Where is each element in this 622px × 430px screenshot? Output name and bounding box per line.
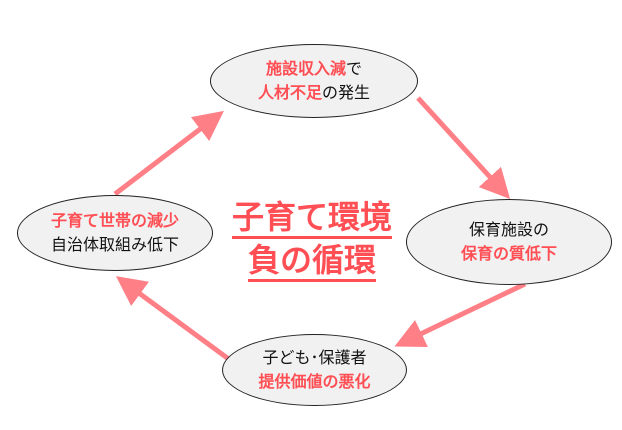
- node-facility-revenue: 施設収入減で 人材不足の発生: [210, 44, 418, 118]
- arrow-left-to-top: [113, 110, 224, 196]
- node-text: 保育施設の: [468, 220, 549, 239]
- node-text-red: 子育て世帯の減少: [50, 211, 179, 230]
- node-text: の発生: [322, 83, 371, 102]
- node-text: 子ども･保護者: [262, 348, 367, 367]
- node-text-red: 保育の質低下: [460, 244, 557, 263]
- node-households-decline: 子育て世帯の減少 自治体取組み低下: [17, 195, 213, 271]
- node-text-red: 人材不足: [257, 83, 322, 102]
- arrow-bottom-to-left: [115, 276, 232, 363]
- title-line-2: 負の循環: [247, 241, 376, 282]
- node-text-red: 提供価値の悪化: [258, 372, 371, 391]
- arrow-top-to-right: [416, 96, 511, 200]
- diagram-title: 子育て環境 負の循環: [222, 196, 402, 282]
- node-text-red: 施設収入減: [265, 59, 346, 78]
- node-text: 自治体取組み低下: [50, 235, 179, 254]
- node-childcare-quality: 保育施設の 保育の質低下: [406, 199, 612, 285]
- node-text: で: [346, 59, 363, 78]
- arrow-right-to-bottom: [394, 281, 527, 348]
- node-value-provided: 子ども･保護者 提供価値の悪化: [222, 334, 407, 406]
- title-line-1: 子育て環境: [231, 198, 392, 239]
